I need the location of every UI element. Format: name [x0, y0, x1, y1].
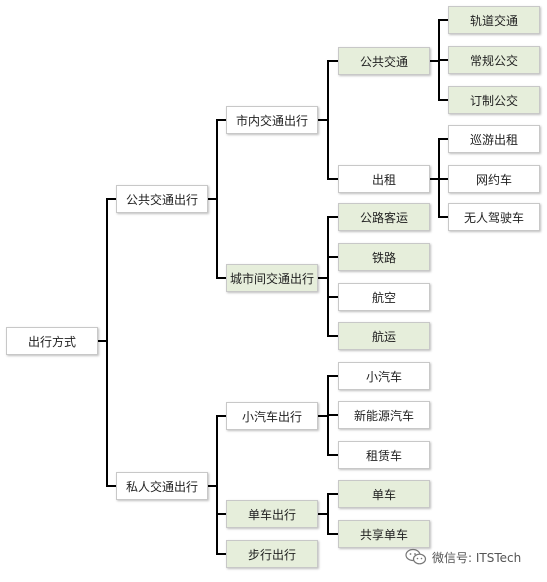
wechat-icon	[405, 548, 427, 565]
node-custom-bus: 订制公交	[448, 86, 540, 114]
node-intra-city: 市内交通出行	[226, 106, 318, 134]
node-bike-travel: 单车出行	[226, 500, 318, 528]
node-car-travel: 小汽车出行	[226, 402, 318, 430]
node-mini-car: 小汽车	[338, 362, 430, 390]
node-cruise-taxi: 巡游出租	[448, 125, 540, 153]
node-public-travel: 公共交通出行	[116, 185, 208, 213]
node-walk-travel: 步行出行	[226, 540, 318, 568]
node-rental-car: 租赁车	[338, 441, 430, 469]
node-root: 出行方式	[6, 327, 98, 355]
node-road-coach: 公路客运	[338, 203, 430, 231]
node-shipping: 航运	[338, 322, 430, 350]
node-ride-hailing: 网约车	[448, 165, 540, 193]
node-inter-city: 城市间交通出行	[226, 264, 318, 292]
node-taxi: 出租	[338, 165, 430, 193]
node-shared-bike: 共享单车	[338, 520, 430, 548]
node-aviation: 航空	[338, 283, 430, 311]
node-bicycle: 单车	[338, 480, 430, 508]
node-rail-transit: 轨道交通	[448, 6, 540, 34]
node-private-travel: 私人交通出行	[116, 472, 208, 500]
node-new-energy-car: 新能源汽车	[338, 401, 430, 429]
watermark: 微信号: ITSTech	[405, 546, 543, 568]
node-public-transit: 公共交通	[338, 47, 430, 75]
watermark-text: 微信号: ITSTech	[432, 550, 522, 565]
node-regular-bus: 常规公交	[448, 46, 540, 74]
node-railway: 铁路	[338, 243, 430, 271]
node-autonomous-car: 无人驾驶车	[448, 203, 540, 231]
